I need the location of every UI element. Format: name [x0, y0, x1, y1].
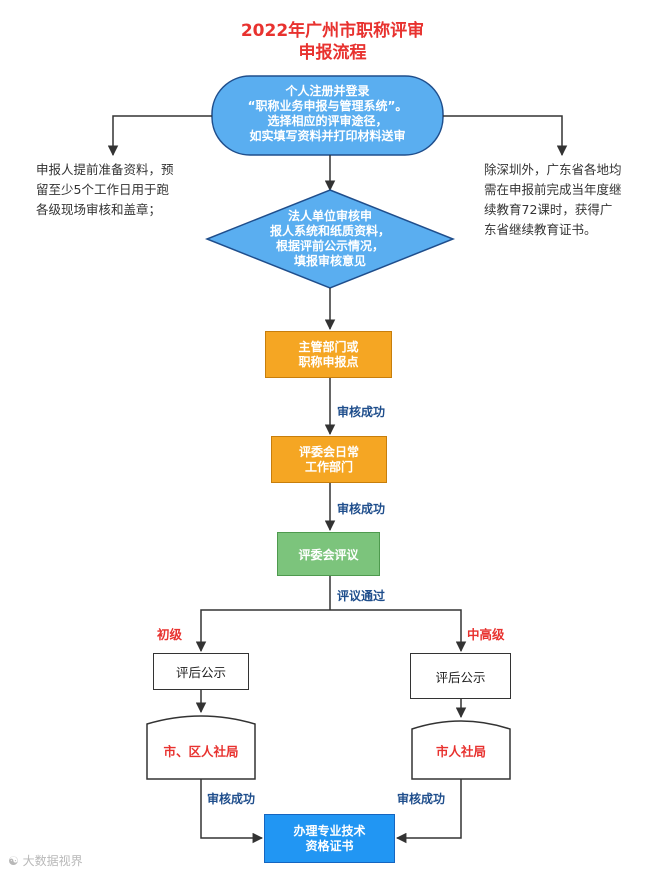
- start-node: 个人注册并登录 “职称业务申报与管理系统”。 选择相应的评审途径， 如实填写资料…: [212, 84, 443, 144]
- title-line-2: 申报流程: [298, 43, 367, 63]
- left-note-line: 申报人提前准备资料，预: [36, 162, 174, 177]
- branch-label-senior: 中高级: [467, 627, 505, 642]
- decision-node: 法人单位审核申 报人系统和纸质资料， 根据评前公示情况， 填报审核意见: [250, 209, 410, 269]
- title-line-1: 2022年广州市职称评审: [240, 21, 425, 41]
- publicity-right-node: 评后公示: [410, 653, 511, 699]
- edge-label-passed: 评议通过: [337, 589, 386, 603]
- decision-line: 填报审核意见: [293, 254, 366, 268]
- office-line: 工作部门: [304, 459, 353, 474]
- decision-line: 根据评前公示情况，: [275, 239, 384, 253]
- bureau-right-shape: [411, 720, 511, 780]
- final-line: 办理专业技术: [293, 823, 366, 838]
- connector-bureau-left-final: [200, 779, 264, 844]
- bureau-left-node: 市、区人社局: [163, 744, 239, 759]
- page-title: 2022年广州市职称评审 申报流程: [0, 20, 665, 64]
- bureau-right-node: 市人社局: [435, 744, 486, 759]
- edge-label-approved-2: 审核成功: [337, 502, 386, 516]
- final-node: 办理专业技术 资格证书: [264, 814, 395, 863]
- edge-label-approved-left: 审核成功: [207, 792, 256, 806]
- right-note-line: 除深圳外，广东省各地均: [484, 162, 622, 177]
- publicity-left-node: 评后公示: [153, 653, 249, 690]
- start-line: “职称业务申报与管理系统”。: [247, 99, 408, 113]
- right-note-line: 续教育72课时，获得广: [484, 202, 613, 217]
- right-note-line: 需在申报前完成当年度继: [484, 182, 622, 197]
- decision-line: 法人单位审核申: [287, 209, 372, 223]
- review-node: 评委会评议: [277, 532, 380, 576]
- final-line: 资格证书: [305, 838, 354, 853]
- start-line: 选择相应的评审途径，: [267, 114, 388, 128]
- connector-to-left-note: [107, 115, 212, 157]
- start-line: 如实填写资料并打印材料送审: [249, 129, 406, 143]
- connector-to-right-note: [443, 115, 568, 157]
- watermark-logo-icon: ☯: [8, 854, 19, 868]
- left-note-line: 各级现场审核和盖章；: [36, 202, 162, 217]
- office-line: 评委会日常: [298, 444, 359, 459]
- bureau-left-shape: [146, 715, 256, 780]
- left-note-line: 留至少5个工作日用于跑: [36, 182, 169, 197]
- office-node: 评委会日常 工作部门: [271, 436, 387, 483]
- left-note: 申报人提前准备资料，预 留至少5个工作日用于跑 各级现场审核和盖章；: [36, 160, 201, 220]
- start-line: 个人注册并登录: [285, 84, 370, 98]
- branch-label-junior: 初级: [157, 627, 183, 642]
- edge-label-approved-right: 审核成功: [397, 792, 446, 806]
- watermark-text: 大数据视界: [22, 854, 83, 868]
- dept-node: 主管部门或 职称申报点: [265, 331, 392, 378]
- dept-line: 主管部门或: [298, 339, 359, 354]
- right-note-line: 东省继续教育证书。: [484, 222, 597, 237]
- edge-label-approved-1: 审核成功: [337, 405, 386, 419]
- connector-split-left: [195, 609, 330, 653]
- watermark: ☯ 大数据视界: [8, 852, 83, 869]
- right-note: 除深圳外，广东省各地均 需在申报前完成当年度继 续教育72课时，获得广 东省继续…: [484, 160, 659, 240]
- connector-split-right: [330, 609, 467, 653]
- dept-line: 职称申报点: [298, 354, 359, 369]
- connector-bureau-right-final: [395, 779, 462, 844]
- decision-line: 报人系统和纸质资料，: [269, 224, 390, 238]
